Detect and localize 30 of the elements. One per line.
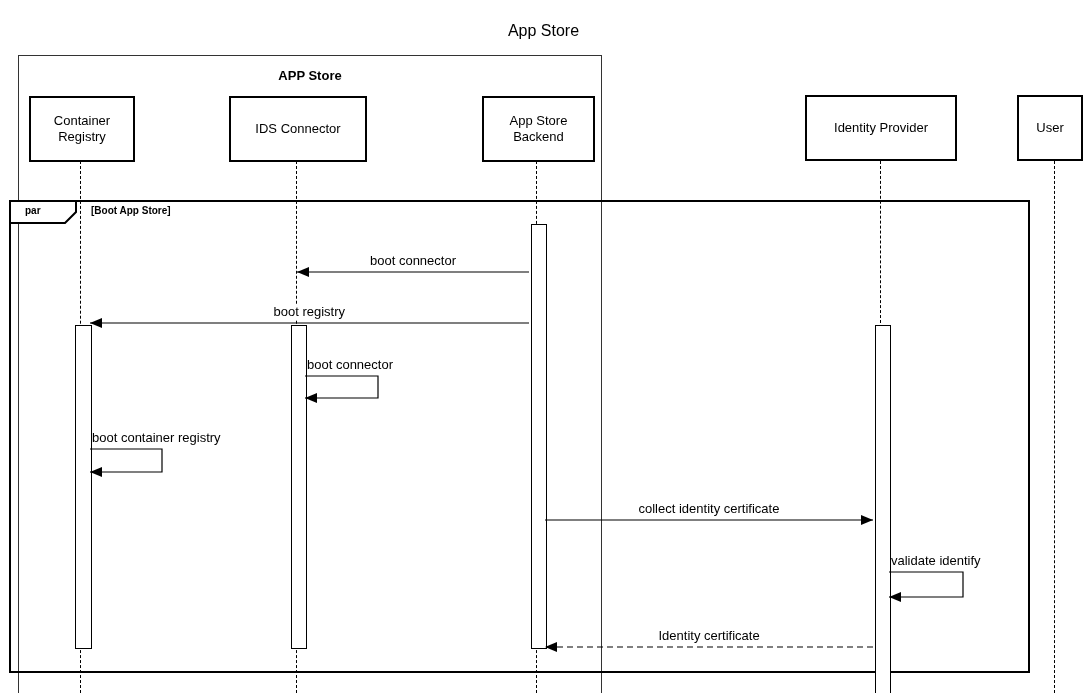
message-label: validate identify (891, 553, 981, 568)
message-label: boot connector (307, 357, 393, 372)
message-label: boot container registry (92, 430, 221, 445)
diagram-title: App Store (506, 22, 581, 40)
message-label: boot registry (273, 304, 346, 319)
activation-bar (75, 325, 92, 649)
participant-box: Identity Provider (805, 95, 957, 161)
participant-box: Container Registry (29, 96, 135, 162)
message-label: collect identity certificate (638, 501, 780, 516)
participant-box: User (1017, 95, 1083, 161)
lifeline (1054, 161, 1056, 693)
activation-bar (531, 224, 547, 649)
activation-bar (291, 325, 307, 649)
participant-box: IDS Connector (229, 96, 367, 162)
message-arrow (296, 267, 530, 277)
participant-box: App Store Backend (482, 96, 595, 162)
message-arrow (544, 642, 874, 652)
message-arrow (89, 318, 530, 328)
guard-condition: [Boot App Store] (91, 205, 171, 216)
group-title: APP Store (277, 68, 343, 83)
fragment-operator: par (25, 205, 41, 216)
message-arrow (304, 375, 379, 403)
lifeline (880, 161, 882, 323)
message-arrow (544, 515, 874, 525)
message-arrow (888, 571, 964, 602)
message-label: boot connector (370, 253, 456, 268)
message-label: Identity certificate (658, 628, 760, 643)
lifeline (80, 161, 82, 693)
activation-bar (875, 325, 891, 693)
group-frame (18, 55, 602, 200)
